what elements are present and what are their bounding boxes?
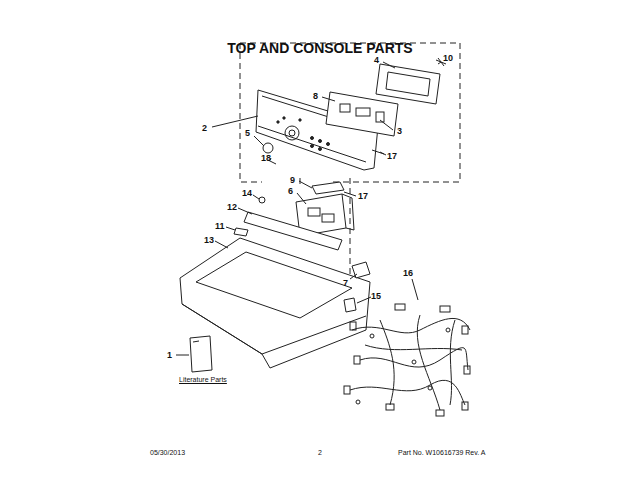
knob-5 (263, 143, 273, 153)
callout-number: 4 (374, 56, 379, 65)
callout-number: 9 (290, 176, 295, 185)
callout-number: 6 (288, 187, 293, 196)
callout-number: 1 (167, 351, 172, 360)
callout-number: 13 (204, 236, 214, 245)
callout-number: 17 (358, 192, 368, 201)
clip (312, 182, 344, 194)
clip (234, 228, 248, 236)
callout-number: 11 (215, 222, 225, 231)
footer-date: 05/30/2013 (150, 449, 185, 456)
callout-number: 17 (387, 152, 397, 161)
callout-number: 3 (397, 127, 402, 136)
callout-number: 18 (261, 154, 271, 163)
knob (289, 130, 295, 136)
callout-number: 7 (343, 279, 348, 288)
page-number: 2 (318, 449, 322, 456)
nut (259, 197, 265, 203)
literature-caption: Literature Parts (179, 376, 227, 383)
callout-number: 10 (443, 54, 453, 63)
callout-number: 16 (403, 269, 413, 278)
knob (285, 126, 299, 140)
callout-number: 12 (227, 203, 237, 212)
callout-number: 2 (202, 124, 207, 133)
bumper (344, 298, 356, 312)
callout-number: 14 (242, 189, 252, 198)
callout-number: 15 (371, 292, 381, 301)
callout-number: 8 (313, 92, 318, 101)
callout-number: 5 (245, 129, 250, 138)
group-outline (240, 43, 460, 182)
lid-opening (196, 252, 352, 318)
literature-book (190, 336, 212, 372)
part-number: Part No. W10616739 Rev. A (398, 449, 485, 456)
diagram-title: TOP AND CONSOLE PARTS (227, 41, 412, 55)
control-board (326, 92, 398, 136)
back-panel (376, 64, 440, 104)
